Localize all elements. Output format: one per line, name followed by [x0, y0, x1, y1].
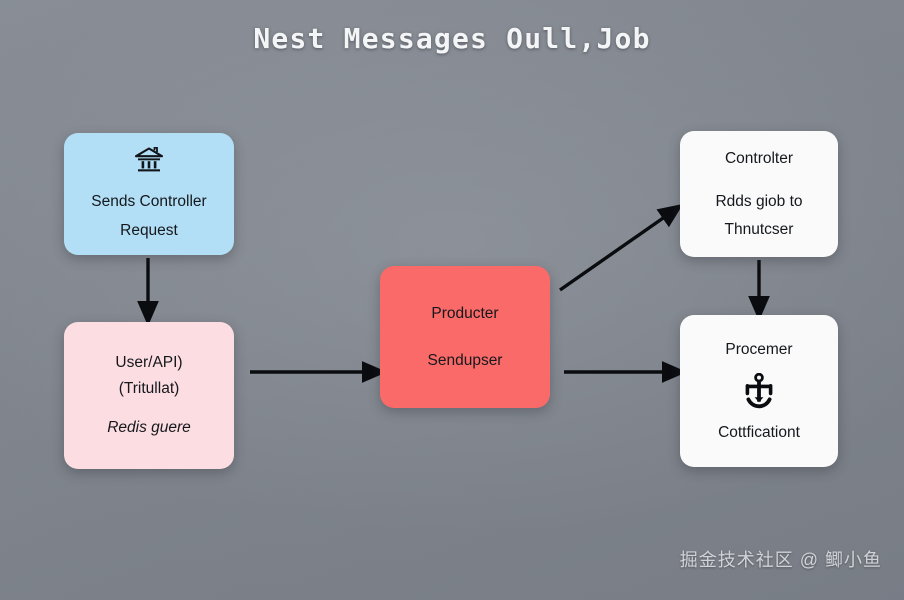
node-processor[interactable]: Procemer Cottficationt: [680, 315, 838, 467]
watermark: 掘金技术社区 @ 鲫小鱼: [679, 550, 882, 570]
node-controller-adds-line1: Controlter: [724, 149, 794, 167]
node-controller-request-line1: Sends Controller: [91, 192, 207, 210]
node-user-api-line3: Redis guere: [107, 419, 191, 437]
node-processor-line2: Cottficationt: [718, 424, 800, 441]
bank-icon: [134, 146, 164, 173]
node-producer-line1: Producter: [431, 304, 499, 322]
node-controller-adds-line3: Thnutcser: [724, 220, 794, 238]
node-user-api[interactable]: User/API) (Tritullat) Redis guere: [64, 322, 234, 469]
diagram-title: Nest Messages Oull,Job: [253, 22, 651, 55]
node-controller-adds-line2: Rdds giob to: [715, 193, 803, 211]
node-controller-request-line2: Request: [120, 222, 178, 239]
node-user-api-line2: (Tritullat): [118, 379, 180, 397]
arrow-producer-to-controller-adds: [559, 203, 684, 292]
node-controller-adds[interactable]: Controlter Rdds giob to Thnutcser: [680, 131, 838, 257]
node-controller-request[interactable]: Sends Controller Request: [64, 133, 234, 255]
node-processor-line1: Procemer: [725, 340, 793, 358]
node-producer[interactable]: Producter Sendupser: [380, 266, 550, 408]
anchor-icon: [742, 372, 776, 411]
node-user-api-line1: User/API): [115, 354, 183, 372]
node-producer-line2: Sendupser: [427, 352, 503, 369]
